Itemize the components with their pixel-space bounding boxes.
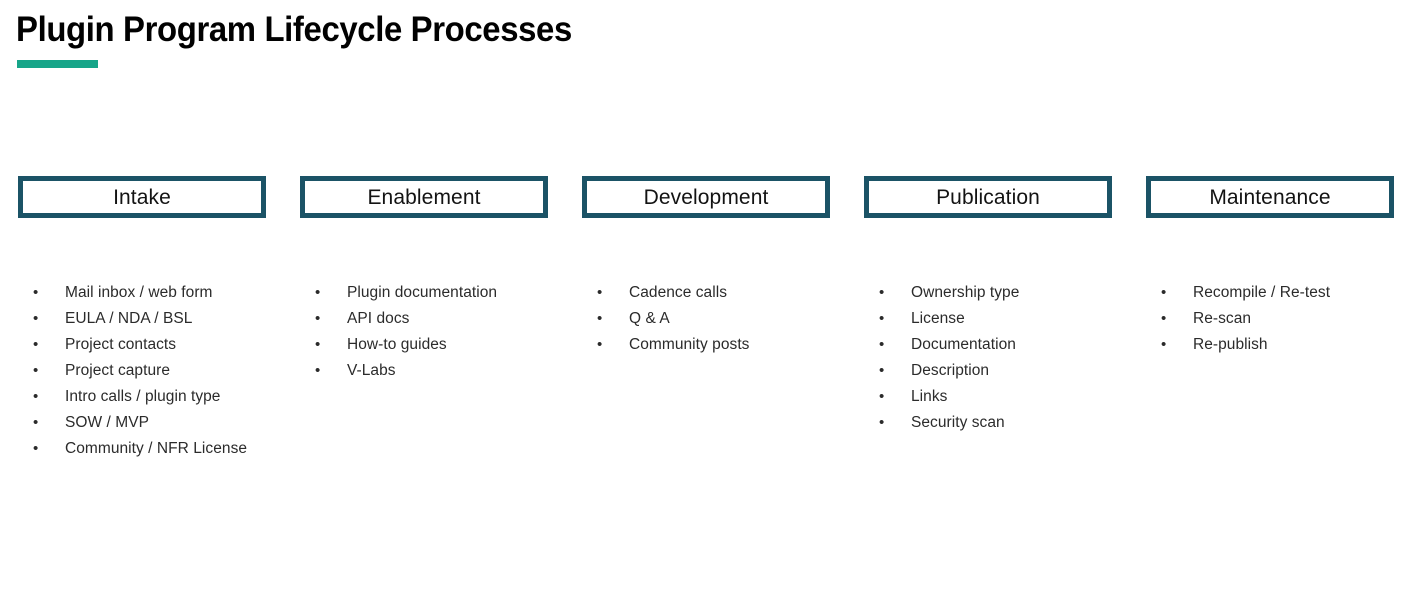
phase-header-label: Development bbox=[643, 185, 769, 209]
phase-column-intake: Intake • Mail inbox / web form • EULA / NDA … bbox=[18, 176, 266, 457]
list-item-label: How-to guides bbox=[347, 336, 447, 353]
phase-header-label: Enablement bbox=[367, 185, 481, 209]
phase-header-box-development[interactable]: Development bbox=[582, 176, 830, 218]
bullet-icon: • bbox=[1161, 284, 1167, 301]
page-title: Plugin Program Lifecycle Processes bbox=[16, 10, 572, 49]
phase-header-box-enablement[interactable]: Enablement bbox=[300, 176, 548, 218]
list-item-label: Ownership type bbox=[911, 284, 1020, 301]
list-item: • Re-publish bbox=[1146, 332, 1427, 358]
list-item: • Community posts bbox=[582, 332, 882, 358]
phase-list-maintenance: • Recompile / Re-test • Re-scan • Re-publish bbox=[1146, 280, 1427, 358]
list-item: • Documentation bbox=[864, 332, 1164, 358]
list-item-label: Plugin documentation bbox=[347, 284, 498, 301]
phase-list-publication: • Ownership type • License • Documentation • De… bbox=[864, 280, 1164, 436]
bullet-icon: • bbox=[879, 414, 885, 431]
list-item-label: Q & A bbox=[629, 310, 670, 327]
list-item: • Recompile / Re-test bbox=[1146, 280, 1427, 306]
bullet-icon: • bbox=[597, 284, 603, 301]
phase-header-box-publication[interactable]: Publication bbox=[864, 176, 1112, 218]
list-item-label: Intro calls / plugin type bbox=[65, 388, 221, 405]
list-item-label: Community / NFR License bbox=[65, 440, 248, 457]
list-item: • License bbox=[864, 306, 1164, 332]
phase-header-inner-intake: Intake bbox=[23, 181, 261, 213]
bullet-icon: • bbox=[315, 310, 321, 327]
list-item: • Re-scan bbox=[1146, 306, 1427, 332]
list-item: • Mail inbox / web form bbox=[18, 280, 318, 306]
list-item-label: Documentation bbox=[911, 336, 1016, 353]
phase-header-label: Intake bbox=[113, 185, 171, 209]
list-item: • Links bbox=[864, 384, 1164, 410]
list-item-label: Links bbox=[911, 388, 948, 405]
list-item-label: Project contacts bbox=[65, 336, 177, 353]
bullet-icon: • bbox=[33, 284, 39, 301]
phase-header-box-intake[interactable]: Intake bbox=[18, 176, 266, 218]
list-item-label: Cadence calls bbox=[629, 284, 728, 301]
phase-list-intake: •Mail inbox / web form•EULA / NDA / BSL•… bbox=[18, 280, 318, 462]
list-item-label: API docs bbox=[347, 310, 410, 327]
phase-column-enablement: Enablement • Plugin documentation • API docs… bbox=[300, 176, 548, 379]
list-item-label: Recompile / Re-test bbox=[1193, 284, 1331, 301]
bullet-icon: • bbox=[33, 310, 39, 327]
list-item: • How-to guides bbox=[300, 332, 600, 358]
bullet-icon: • bbox=[315, 362, 321, 379]
list-item: • EULA / NDA / BSL bbox=[18, 306, 318, 332]
list-item-label: SOW / MVP bbox=[65, 414, 149, 431]
phase-list-development: • Cadence calls • Q & A • Community posts bbox=[582, 280, 882, 358]
list-item-label: Description bbox=[911, 362, 990, 379]
bullet-icon: • bbox=[879, 310, 885, 327]
bullet-icon: • bbox=[879, 388, 885, 405]
list-item: • V-Labs bbox=[300, 358, 600, 384]
phase-header-inner-enablement: Enablement bbox=[305, 181, 543, 213]
list-item-label: License bbox=[911, 310, 965, 327]
list-item: • Project capture bbox=[18, 358, 318, 384]
bullet-icon: • bbox=[597, 310, 603, 327]
list-item-label: Community posts bbox=[629, 336, 750, 353]
list-item: • Security scan bbox=[864, 410, 1164, 436]
bullet-icon: • bbox=[33, 388, 39, 405]
bullet-icon: • bbox=[597, 336, 603, 353]
list-item: • SOW / MVP bbox=[18, 410, 318, 436]
bullet-icon: • bbox=[315, 336, 321, 353]
phase-header-label: Publication bbox=[936, 185, 1040, 209]
list-item-label: EULA / NDA / BSL bbox=[65, 310, 193, 327]
phase-header-inner-development: Development bbox=[587, 181, 825, 213]
bullet-icon: • bbox=[33, 440, 39, 457]
phase-column-development: Development • Cadence calls • Q & A • Communit… bbox=[582, 176, 830, 353]
list-item: • Project contacts bbox=[18, 332, 318, 358]
list-item-label: V-Labs bbox=[347, 362, 396, 379]
list-item-label: Re-publish bbox=[1193, 336, 1268, 353]
list-item: • API docs bbox=[300, 306, 600, 332]
phase-column-maintenance: Maintenance • Recompile / Re-test • Re-scan •… bbox=[1146, 176, 1394, 353]
phase-header-inner-publication: Publication bbox=[869, 181, 1107, 213]
bullet-icon: • bbox=[879, 336, 885, 353]
list-item: • Description bbox=[864, 358, 1164, 384]
phase-header-box-maintenance[interactable]: Maintenance bbox=[1146, 176, 1394, 218]
phase-header-label: Maintenance bbox=[1209, 185, 1331, 209]
list-item: • Intro calls / plugin type bbox=[18, 384, 318, 410]
bullet-icon: • bbox=[315, 284, 321, 301]
bullet-icon: • bbox=[1161, 310, 1167, 327]
bullet-icon: • bbox=[1161, 336, 1167, 353]
list-item: • Plugin documentation bbox=[300, 280, 600, 306]
title-accent-bar bbox=[17, 60, 98, 68]
list-item: • Ownership type bbox=[864, 280, 1164, 306]
bullet-icon: • bbox=[879, 362, 885, 379]
list-item-label: Re-scan bbox=[1193, 310, 1252, 327]
bullet-icon: • bbox=[33, 362, 39, 379]
bullet-icon: • bbox=[33, 336, 39, 353]
list-item-label: Mail inbox / web form bbox=[65, 284, 213, 301]
list-item: • Q & A bbox=[582, 306, 882, 332]
phase-header-inner-maintenance: Maintenance bbox=[1151, 181, 1389, 213]
bullet-icon: • bbox=[33, 414, 39, 431]
bullet-icon: • bbox=[879, 284, 885, 301]
list-item-label: Security scan bbox=[911, 414, 1005, 431]
list-item: • Community / NFR License bbox=[18, 436, 318, 462]
phase-column-publication: Publication • Ownership type • License • Docum… bbox=[864, 176, 1112, 431]
list-item: • Cadence calls bbox=[582, 280, 882, 306]
list-item-label: Project capture bbox=[65, 362, 170, 379]
phase-list-enablement: • Plugin documentation • API docs • How-to gu… bbox=[300, 280, 600, 384]
